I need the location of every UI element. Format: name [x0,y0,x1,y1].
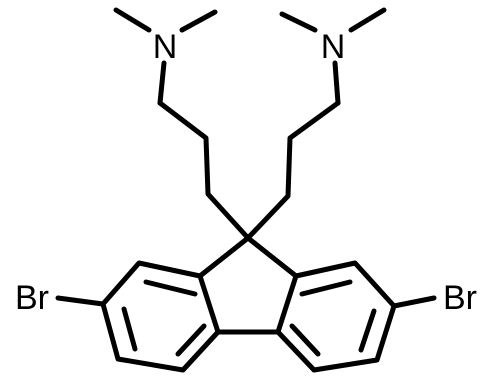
right-nitrogen-label: N [321,28,346,66]
left-nitrogen-label: N [153,28,178,66]
left-ring-inner-bond-3 [175,323,207,357]
right-ring-outline [275,260,397,373]
left-ring-inner-bond-1 [143,279,198,297]
right-bromine-label: Br [443,279,477,317]
left-propyl-chain [157,100,251,241]
left-bromine-label: Br [15,279,49,317]
left-ring-outline [100,260,221,373]
five-membered-ring [197,235,299,335]
left-methyl-1-bond [113,7,152,33]
right-dimethylamino-group [279,7,387,106]
left-dimethylamino-group [113,7,218,106]
right-ring-inner-bond-2 [358,308,377,353]
right-methyl-1-bond [279,11,318,33]
c9-to-left-bond [197,235,251,279]
c9-to-right-bond [245,235,299,279]
left-n-to-chain-bond [157,60,167,106]
left-methyl-2-bond [179,9,218,33]
left-benzene-ring [100,260,221,373]
right-ring-inner-bond-3 [289,323,321,357]
right-propyl-chain [245,100,341,241]
left-bromine-bond [55,295,106,307]
right-bromine-bond [391,295,437,309]
left-ring-inner-bond-2 [121,306,138,352]
right-n-to-chain-bond [332,60,341,106]
right-ring-inner-bond-1 [299,279,353,297]
right-methyl-2-bond [348,7,387,33]
right-benzene-ring [275,260,397,373]
